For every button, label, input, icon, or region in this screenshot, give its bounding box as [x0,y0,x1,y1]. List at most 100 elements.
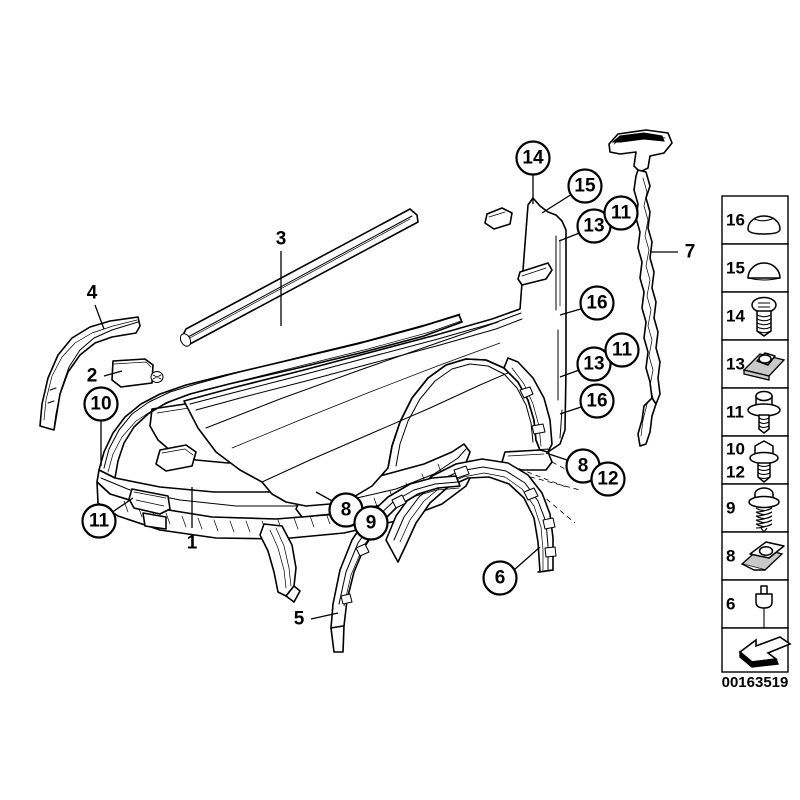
legend-row-14[interactable]: 14 [721,291,789,341]
legend-row-label: 14 [726,307,745,326]
callout-16[interactable]: 16 [579,285,615,321]
coil-spring-screw-icon [748,487,780,533]
callout-13[interactable]: 13 [576,346,612,382]
callout-label: 1 [187,533,198,554]
callout-circle [604,332,640,368]
part-4-side-trim-bracket [39,316,141,431]
legend-row-15[interactable]: 15 [721,243,789,293]
callout-label: 8 [341,500,352,521]
callout-label: 14 [522,148,544,169]
legend-row-6[interactable]: 6 [721,579,789,630]
legend-row-8[interactable]: 8 [721,531,789,581]
legend-row-11[interactable]: 11 [721,387,789,437]
callout-6[interactable]: 6 [482,560,518,596]
leader-line-2 [103,370,123,377]
callout-2[interactable]: 2 [87,366,98,387]
legend-row-13[interactable]: 13 [721,339,789,389]
callout-11[interactable]: 11 [603,195,639,231]
leader-line-15 [541,193,573,214]
flanged-bolt-icon [747,390,781,434]
callout-circle [576,346,612,382]
part-2-cover-cap [111,358,164,388]
callout-circle [353,505,389,541]
callout-circle [81,503,117,539]
callout-label: 13 [583,216,604,237]
callout-label: 13 [583,354,604,375]
callout-9[interactable]: 9 [353,505,389,541]
callout-circle [515,140,551,176]
callout-circle [579,285,615,321]
legend-row-label: 16 [726,211,745,230]
callout-1[interactable]: 1 [187,533,198,554]
legend-row-box [721,243,789,293]
callout-label: 6 [495,568,506,589]
callout-11[interactable]: 11 [604,332,640,368]
leader-line-8 [315,491,335,503]
callout-label: 11 [612,340,633,361]
callout-label: 11 [611,203,632,224]
callout-label: 4 [87,283,98,304]
leader-line-4 [94,304,105,330]
callout-5[interactable]: 5 [294,609,305,630]
callout-16[interactable]: 16 [579,383,615,419]
callout-12[interactable]: 12 [590,461,626,497]
legend-row-label: 8 [726,547,735,566]
hex-flange-screw-icon [749,440,779,483]
leader-line-16 [559,405,585,415]
part-7-fender-seal-rail [608,129,673,447]
leader-line-6 [513,546,541,571]
direction-arrow-icon [738,636,792,668]
leader-line-16 [559,307,585,316]
callout-11[interactable]: 11 [81,503,117,539]
legend-row-arrow[interactable] [721,627,792,673]
callout-label: 10 [90,394,111,415]
dome-cap-plain-icon [747,262,781,281]
callout-4[interactable]: 4 [87,283,98,304]
leader-line-11 [110,497,134,514]
cage-nut-plate-icon [742,352,786,381]
callout-10[interactable]: 10 [83,386,119,422]
callout-label: 7 [685,242,696,263]
callout-circle [603,195,639,231]
legend-row-label: 9 [726,499,735,518]
callout-7[interactable]: 7 [685,242,696,263]
callout-label: 11 [89,511,110,532]
legend-row-label: 11 [726,403,744,422]
callout-15[interactable]: 15 [567,168,603,204]
pop-rivet-icon [755,585,773,630]
legend-row-label: 12 [726,463,745,482]
legend-footer-part-number: 00163519 [722,674,789,691]
spring-clip-nut-icon [740,541,785,571]
callout-label: 8 [578,456,589,477]
callout-label: 2 [87,366,98,387]
callout-circle [590,461,626,497]
part-14-front-fender-panel [183,197,567,507]
legend-row-9[interactable]: 9 [721,483,789,533]
callout-label: 5 [294,609,305,630]
callout-label: 15 [574,176,596,197]
callout-circle [567,168,603,204]
callout-circle [579,383,615,419]
callout-label: 9 [366,513,377,534]
callout-circle [83,386,119,422]
callout-circle [482,560,518,596]
callout-13[interactable]: 13 [576,208,612,244]
dome-cap-slotted-icon [747,215,781,235]
callout-3[interactable]: 3 [276,229,287,250]
part-3-hood-seal-strip [179,208,419,347]
callout-14[interactable]: 14 [515,140,551,176]
callout-label: 3 [276,229,287,250]
legend-row-label: 10 [726,440,745,459]
legend-row-label: 6 [726,595,735,614]
legend-row-16[interactable]: 16 [721,195,789,245]
pan-head-screw-icon [751,296,777,337]
leader-lines [94,174,678,620]
leader-line-8 [545,452,571,462]
callout-label: 16 [586,293,607,314]
leader-line-5 [310,612,339,620]
